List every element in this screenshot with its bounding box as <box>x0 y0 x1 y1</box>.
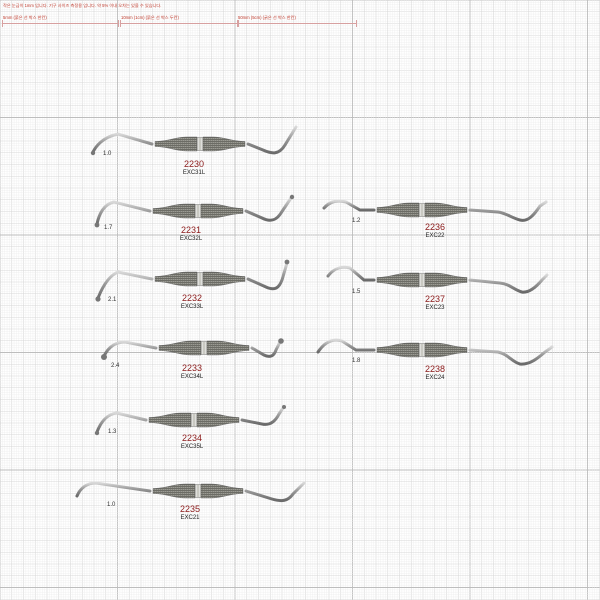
ruler-tick <box>2 20 3 27</box>
product-code-2230: 2230 <box>183 159 205 169</box>
tip-size-2233: 2.4 <box>111 363 120 369</box>
tip-size-2232: 2.1 <box>108 297 117 303</box>
ruler-50mm <box>238 23 356 24</box>
model-name-2232: EXC33L <box>180 304 204 310</box>
ruler-10mm <box>120 23 237 24</box>
ruler-label-5mm: 5mm (붉은 선 박스 한칸) <box>3 15 47 20</box>
tip-size-2237: 1.5 <box>352 289 361 295</box>
ruler-tick <box>237 20 238 27</box>
product-code-2236: 2236 <box>424 222 446 232</box>
ruler-5mm <box>2 23 118 24</box>
instrument-2237 <box>326 265 549 294</box>
scale-note: 작은 눈금이 1mm 입니다. 기구 사이즈 측정용 입니다. 약 5% 이내 … <box>3 3 162 8</box>
product-code-2231: 2231 <box>180 225 202 235</box>
ruler-label-10mm: 10mm (1cm) (붉은 선 박스 두칸) <box>121 15 179 20</box>
product-code-2233: 2233 <box>181 363 203 373</box>
model-name-2233: EXC34L <box>180 374 204 380</box>
model-name-2230: EXC31L <box>182 170 206 176</box>
product-code-2237: 2237 <box>424 294 446 304</box>
tip-size-2234: 1.3 <box>108 429 117 435</box>
ruler-tick <box>120 20 121 27</box>
instrument-2232 <box>95 259 290 302</box>
tip-size-2231: 1.7 <box>104 225 113 231</box>
instrument-2230 <box>90 125 298 156</box>
product-code-2238: 2238 <box>424 364 446 374</box>
model-name-2238: EXC24 <box>425 375 445 381</box>
model-name-2236: EXC22 <box>425 233 445 239</box>
instrument-2231 <box>94 194 295 228</box>
ruler-tick <box>356 20 357 27</box>
model-name-2237: EXC23 <box>425 305 445 311</box>
ruler-tick <box>238 20 239 27</box>
instrument-2235 <box>75 481 306 503</box>
ruler-tick <box>118 20 119 27</box>
instrument-2238 <box>316 338 554 366</box>
tip-size-2235: 1.0 <box>107 502 116 508</box>
tip-size-2230: 1.0 <box>103 151 112 157</box>
product-code-2234: 2234 <box>181 433 203 443</box>
model-name-2234: EXC35L <box>180 444 204 450</box>
product-code-2235: 2235 <box>179 504 201 514</box>
instrument-2233 <box>101 338 284 360</box>
tip-size-2238: 1.8 <box>352 358 361 364</box>
product-code-2232: 2232 <box>181 293 203 303</box>
model-name-2235: EXC21 <box>180 515 200 521</box>
instrument-2236 <box>322 199 548 222</box>
instrument-2234 <box>94 405 286 436</box>
ruler-label-50mm: 50mm (5cm) (굵은 선 박스 한칸) <box>238 15 296 20</box>
model-name-2231: EXC32L <box>179 236 203 242</box>
tip-size-2236: 1.2 <box>352 218 361 224</box>
